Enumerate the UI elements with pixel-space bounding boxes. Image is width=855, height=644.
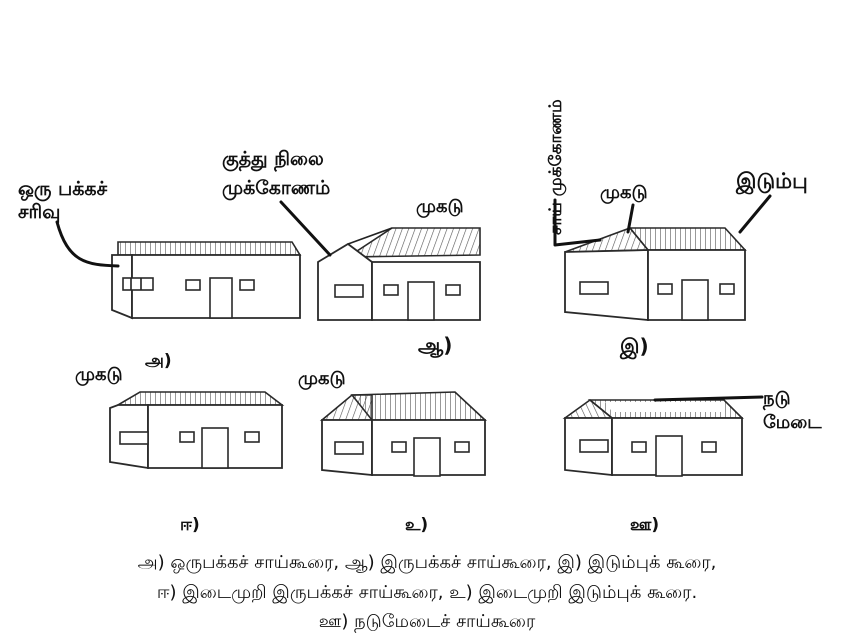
label-uu-flat-line2: மேடை (763, 412, 822, 433)
label-a-slope-line1: ஒரு பக்கச் (18, 178, 108, 202)
house-ee-gambrel-roof (109, 391, 285, 470)
label-uu-flat-line1: நடு (762, 388, 791, 411)
label-a-letter: அ) (145, 351, 172, 371)
pointer-aa-triangle (279, 200, 332, 257)
label-ee-letter: ஈ) (180, 515, 200, 535)
label-aa-triangle-line1: குத்து நிலை (222, 148, 324, 172)
label-i-vertical: சாய் முக்கோணம் (546, 99, 566, 235)
label-aa-ridge: முகடு (416, 196, 464, 218)
caption-line-2: ஈ) இடைமுறி இருபக்கச் சாய்கூரை, உ) இடைமுற… (157, 582, 697, 603)
house-u-mansard-hip-roof (319, 391, 488, 477)
label-i-ridge: முகடு (600, 182, 648, 204)
label-u-letter: உ) (405, 515, 428, 535)
pointer-i-ridge (626, 203, 635, 234)
label-u-ridge: முகடு (298, 368, 346, 390)
pointer-uu-flat (653, 395, 764, 402)
house-a-shed-roof (111, 241, 302, 320)
caption-line-1: அ) ஒருபக்கச் சாய்கூரை, ஆ) இருபக்கச் சாய்… (138, 552, 717, 573)
label-i-hip: இடும்பு (735, 169, 808, 195)
label-i-letter: இ) (619, 334, 649, 360)
label-uu-letter: ஊ) (630, 515, 659, 535)
house-aa-gable-roof (317, 227, 481, 321)
pointer-i-hip (738, 194, 772, 234)
pointer-i-vertical (553, 198, 602, 247)
caption-line-3: ஊ) நடுமேடைச் சாய்கூரை (319, 611, 536, 633)
pointer-a-slope (55, 220, 120, 268)
house-uu-flat-top-roof (562, 398, 744, 477)
label-aa-triangle-line2: முக்கோணம் (222, 177, 330, 201)
label-a-ridge: முகடு (75, 364, 123, 386)
label-aa-letter: ஆ) (418, 333, 452, 359)
label-a-slope-line2: சரிவு (18, 201, 60, 223)
